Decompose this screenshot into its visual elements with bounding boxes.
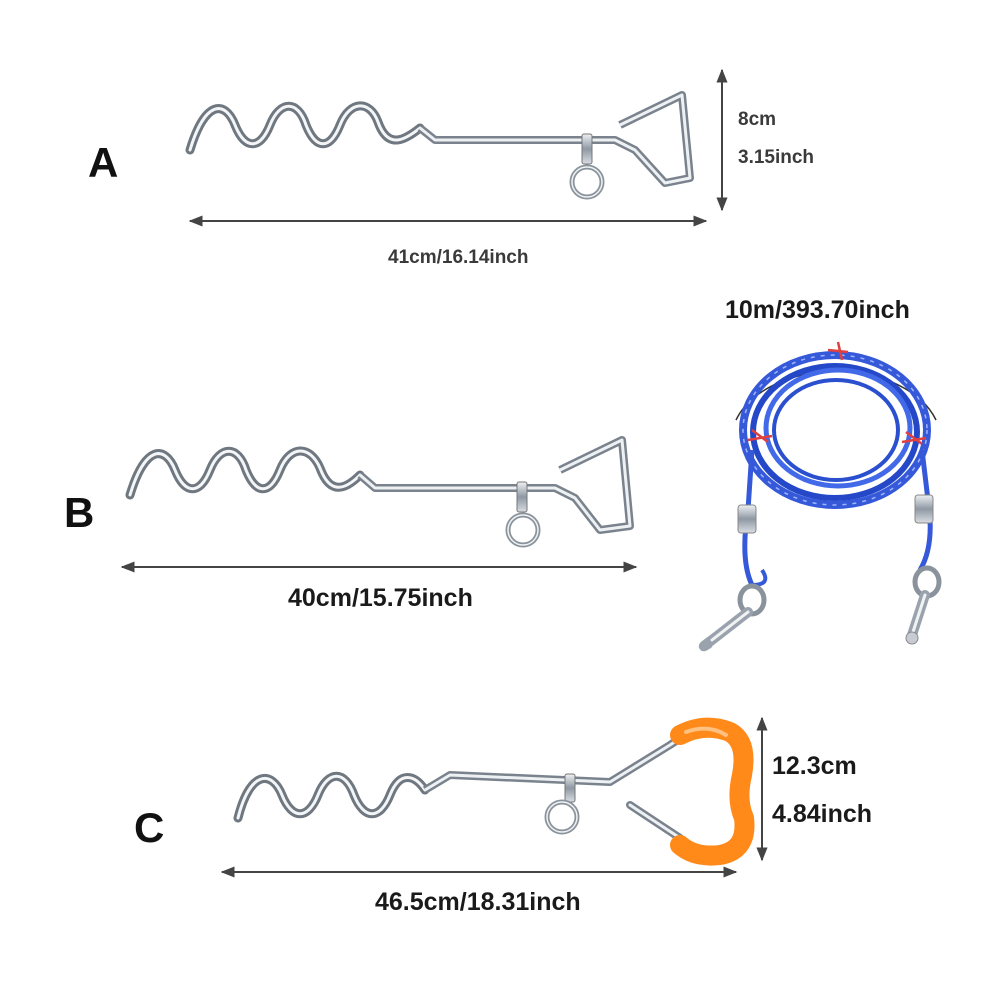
stake-c bbox=[233, 717, 755, 866]
product-label-c: C bbox=[134, 804, 165, 851]
height-label-c-inch: 4.84inch bbox=[772, 800, 873, 828]
height-label-a-cm: 8cm bbox=[738, 109, 777, 130]
stake-c-handle bbox=[670, 717, 755, 866]
cable-length-label: 10m/393.70inch bbox=[725, 296, 910, 324]
stake-b bbox=[125, 436, 634, 548]
length-label-c: 46.5cm/18.31inch bbox=[375, 888, 581, 916]
height-label-a-inch: 3.15inch bbox=[738, 147, 815, 168]
stake-a-spiral bbox=[185, 101, 425, 155]
stake-a bbox=[185, 91, 694, 200]
tie-out-cable bbox=[698, 341, 942, 652]
length-label-a: 41cm/16.14inch bbox=[388, 247, 529, 268]
product-label-a: A bbox=[88, 139, 119, 186]
stake-b-spiral bbox=[125, 446, 365, 500]
height-label-c-cm: 12.3cm bbox=[772, 752, 857, 780]
length-label-b: 40cm/15.75inch bbox=[288, 584, 473, 612]
product-label-b: B bbox=[64, 489, 95, 536]
stake-c-shaft bbox=[422, 731, 688, 794]
